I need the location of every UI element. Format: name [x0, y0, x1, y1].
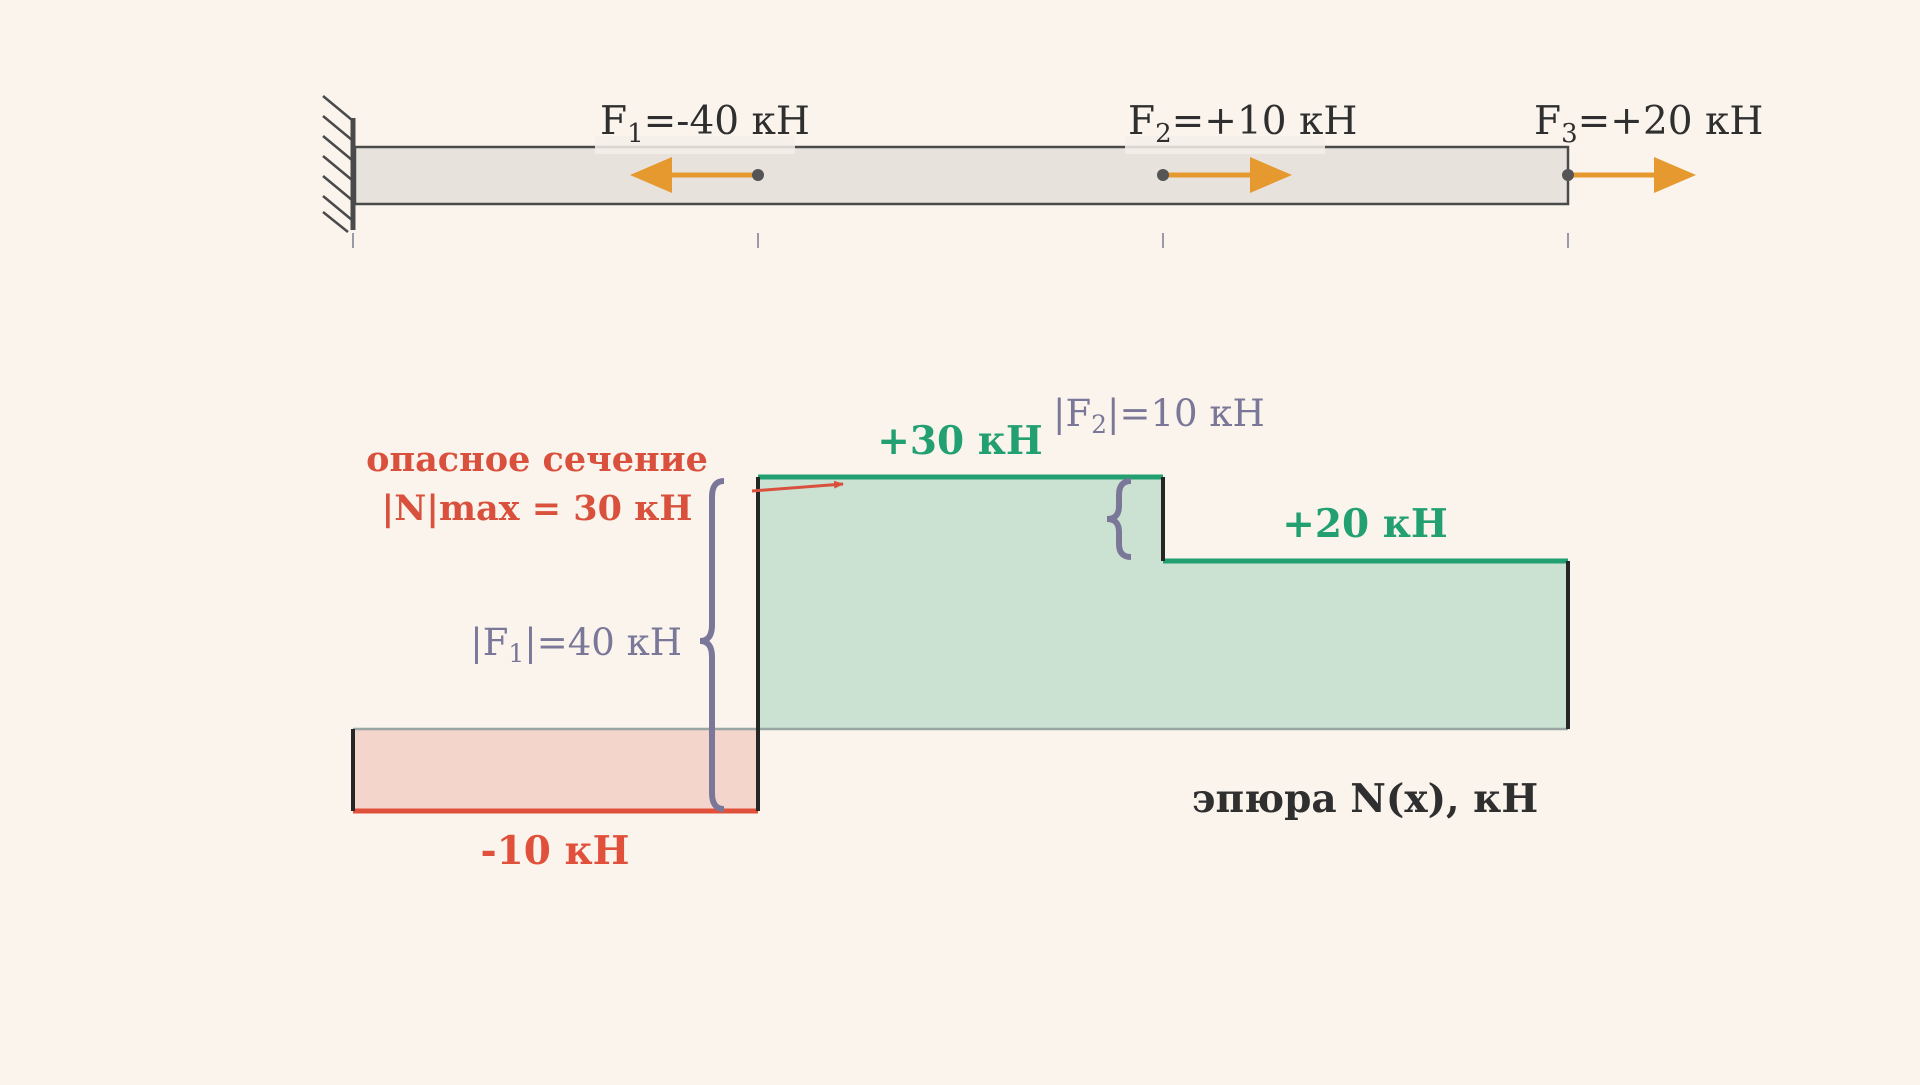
- diagram-title: эпюра N(x), кН: [1192, 776, 1538, 822]
- force-f1: F1=-40 кН: [600, 99, 810, 193]
- segment-3-fill: [1163, 561, 1568, 729]
- brace-f1-label: |F1|=40 кН: [470, 621, 682, 668]
- arrow-left-icon: [630, 157, 672, 193]
- danger-arrow: [751, 480, 844, 493]
- force-f1-label: F1=-40 кН: [600, 99, 810, 149]
- diagram-jumps: [351, 477, 1570, 811]
- beam-body: [353, 145, 1570, 206]
- arrow-right-icon: [1654, 157, 1696, 193]
- axial-force-diagram: -10 кН +30 кН +20 кН |F1|=40 кН |F2|=10 …: [351, 392, 1570, 874]
- fixed-wall-hatch-icon: [322, 95, 356, 233]
- brace-f2: |F2|=10 кН: [1053, 392, 1265, 560]
- force-f2: F2=+10 кН: [1128, 99, 1357, 193]
- force-f2-label: F2=+10 кН: [1128, 99, 1357, 149]
- arrow-right-icon: [1250, 157, 1292, 193]
- section-ticks: [352, 233, 1569, 248]
- danger-section-line2: |N|max = 30 кН: [382, 488, 693, 529]
- segment-2-label: +30 кН: [877, 418, 1043, 464]
- segment-1-label: -10 кН: [480, 828, 629, 874]
- segment-3-label: +20 кН: [1282, 501, 1448, 547]
- danger-section-line1: опасное сечение: [366, 439, 708, 480]
- segment-2-fill: [758, 477, 1163, 729]
- force-f3: F3=+20 кН: [1534, 99, 1763, 193]
- segment-1-fill: [353, 729, 758, 811]
- brace-f2-label: |F2|=10 кН: [1053, 392, 1265, 439]
- brace-f1: |F1|=40 кН: [470, 478, 725, 812]
- force-f3-label: F3=+20 кН: [1534, 99, 1763, 149]
- beam-scheme: F1=-40 кН F2=+10 кН F3=+20 кН: [322, 95, 1763, 248]
- danger-section-callout: опасное сечение |N|max = 30 кН: [366, 439, 844, 529]
